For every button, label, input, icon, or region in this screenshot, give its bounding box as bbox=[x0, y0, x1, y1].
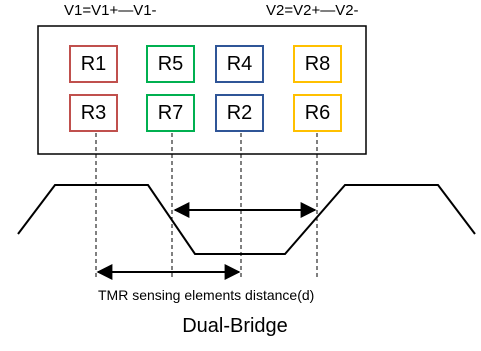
svg-text:R6: R6 bbox=[305, 102, 331, 124]
resistor-r5: R5 bbox=[146, 45, 195, 83]
resistor-r1: R1 bbox=[69, 45, 118, 83]
svg-text:R1: R1 bbox=[81, 53, 107, 75]
resistor-r6: R6 bbox=[293, 94, 342, 132]
svg-text:R7: R7 bbox=[158, 102, 184, 124]
magnetic-scale-profile bbox=[17, 184, 476, 255]
svg-text:R5: R5 bbox=[158, 53, 184, 75]
svg-text:R2: R2 bbox=[227, 102, 253, 124]
svg-text:R4: R4 bbox=[227, 53, 253, 75]
resistor-r4: R4 bbox=[215, 45, 264, 83]
resistor-r3: R3 bbox=[69, 94, 118, 132]
distance-label: TMR sensing elements distance(d) bbox=[98, 287, 314, 303]
svg-text:R3: R3 bbox=[81, 102, 107, 124]
resistor-r7: R7 bbox=[146, 94, 195, 132]
svg-text:R8: R8 bbox=[305, 53, 331, 75]
v1-formula: V1=V1+—V1- bbox=[64, 2, 157, 19]
resistor-r8: R8 bbox=[293, 45, 342, 83]
diagram-caption: Dual-Bridge bbox=[182, 315, 288, 337]
resistor-r2: R2 bbox=[215, 94, 264, 132]
v2-formula: V2=V2+—V2- bbox=[266, 2, 359, 19]
sensor-chip-outline bbox=[37, 25, 367, 155]
